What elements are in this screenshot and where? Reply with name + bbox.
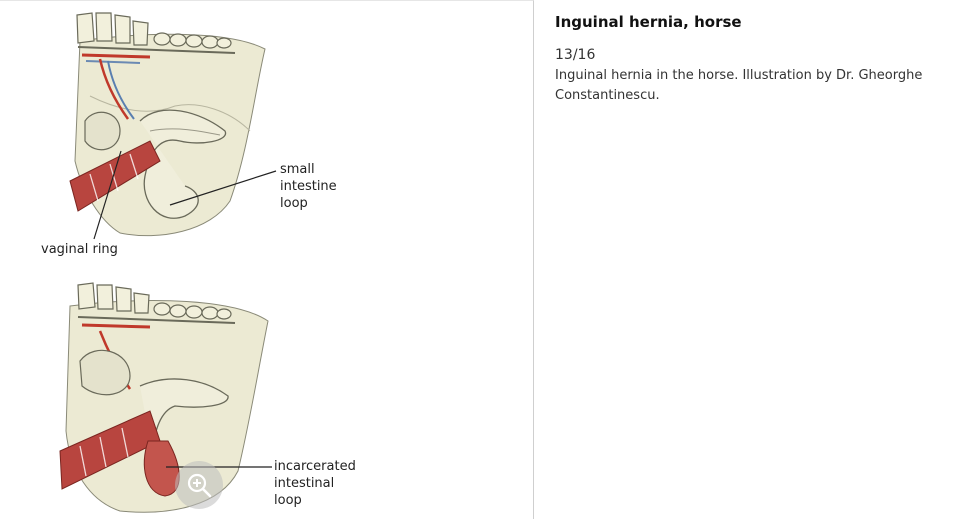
zoom-button[interactable] <box>175 461 223 509</box>
image-title: Inguinal hernia, horse <box>555 13 742 31</box>
bottom-diagram <box>59 282 272 513</box>
callout-incarcerated-loop: incarcerated intestinal loop <box>274 458 356 509</box>
top-diagram <box>69 12 277 240</box>
image-caption: Inguinal hernia in the horse. Illustrati… <box>555 68 923 103</box>
image-viewer: small intestine loop vaginal ring incarc… <box>0 0 534 519</box>
inguinal-hernia-illustration <box>59 12 277 513</box>
callout-line: incarcerated <box>274 459 356 474</box>
image-counter: 13/16 <box>555 47 596 63</box>
callout-small-intestine-loop: small intestine loop <box>280 161 337 212</box>
zoom-in-icon <box>187 473 212 498</box>
callout-vaginal-ring: vaginal ring <box>41 242 118 257</box>
callout-line: small <box>280 162 315 177</box>
image-info-panel: Inguinal hernia, horse 13/16 Inguinal he… <box>555 12 955 106</box>
callout-line: loop <box>274 493 302 508</box>
callout-line: intestine <box>280 179 337 194</box>
callout-line: loop <box>280 196 308 211</box>
callout-line: intestinal <box>274 476 335 491</box>
